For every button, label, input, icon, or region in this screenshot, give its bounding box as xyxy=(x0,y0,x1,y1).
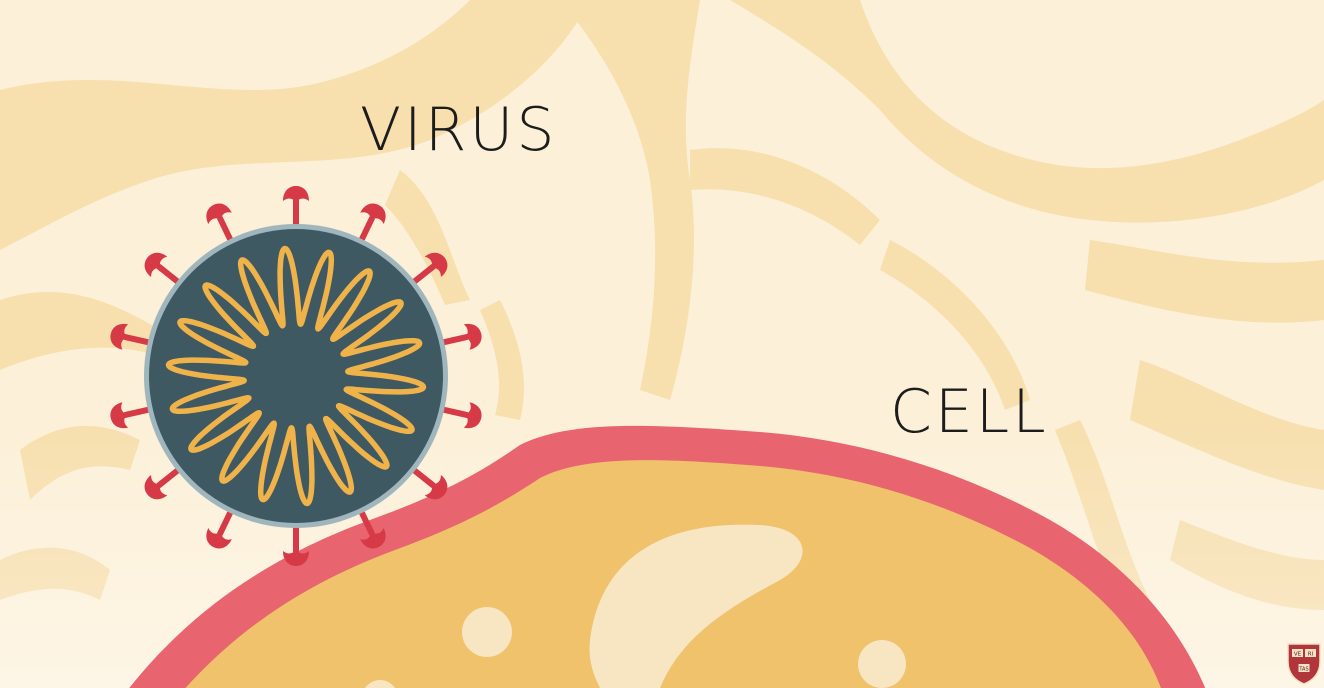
virus-rna xyxy=(165,245,427,507)
cell-organelle xyxy=(589,524,803,688)
book-icon xyxy=(1298,664,1310,672)
svg-text:RI: RI xyxy=(1308,652,1314,658)
virus-envelope xyxy=(149,229,443,523)
virus xyxy=(110,186,482,566)
book-icon xyxy=(1292,649,1303,657)
cell-vesicle xyxy=(462,607,512,657)
virus-label: VIRUS xyxy=(360,95,558,165)
virus-spikes xyxy=(110,186,482,566)
svg-text:TAS: TAS xyxy=(1298,667,1308,673)
cell-vesicle xyxy=(858,640,906,688)
harvard-shield-logo: VE RI TAS xyxy=(1287,643,1321,685)
book-icon xyxy=(1305,649,1316,657)
cell xyxy=(129,425,1206,688)
svg-text:VE: VE xyxy=(1294,652,1302,658)
cell-vesicle xyxy=(365,680,395,688)
cell-label: CELL xyxy=(890,377,1049,447)
